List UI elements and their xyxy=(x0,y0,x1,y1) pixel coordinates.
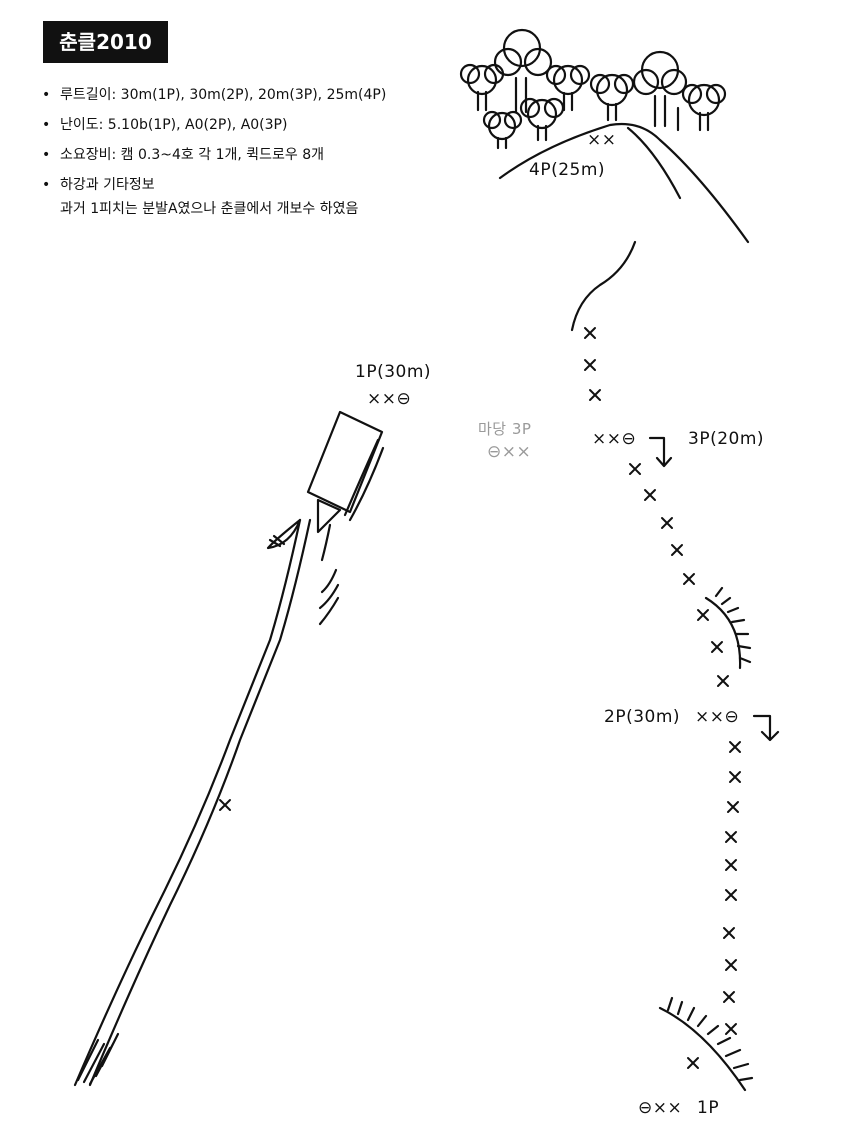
summit-ridge-line xyxy=(498,122,750,244)
pitch4-crack-line xyxy=(570,240,637,332)
start-label: 1P xyxy=(697,1098,720,1118)
overhang-lower xyxy=(658,996,754,1092)
tree-icon xyxy=(493,28,553,114)
info-difficulty: 난이도: 5.10b(1P), A0(2P), A0(3P) xyxy=(40,110,386,140)
tree-icon xyxy=(589,73,635,122)
pitch3-label: 3P(20m) xyxy=(688,429,765,449)
info-descent: 하강과 기타정보 xyxy=(40,170,386,200)
flake-block xyxy=(266,410,385,626)
tree-icon xyxy=(459,63,505,112)
tree-icon xyxy=(519,97,565,142)
pitch3-anchor: ××⊖ xyxy=(592,429,637,449)
pitch1-anchor: ××⊖ xyxy=(367,389,412,409)
route-info-list: 루트길이: 30m(1P), 30m(2P), 20m(3P), 25m(4P)… xyxy=(40,80,386,224)
route-title: 춘클2010 xyxy=(43,21,168,63)
pitch4-bolts: ×× xyxy=(587,130,617,150)
pitch1-label: 1P(30m) xyxy=(355,362,432,382)
pitch4-label: 4P(25m) xyxy=(529,160,606,180)
pitch2-label: 2P(30m) xyxy=(604,707,681,727)
bolt-marks xyxy=(219,327,741,1069)
info-note: 과거 1피치는 분발A였으나 춘클에서 개보수 하였음 xyxy=(60,201,359,217)
summit-ridge-inner xyxy=(626,126,682,200)
madang-3p-anchor: ⊖×× xyxy=(487,442,532,462)
info-route-length: 루트길이: 30m(1P), 30m(2P), 20m(3P), 25m(4P) xyxy=(40,80,386,110)
rappel-arrow-3p xyxy=(648,436,673,468)
tree-icon xyxy=(545,64,591,112)
overhang-upper xyxy=(704,586,752,670)
tree-icon xyxy=(632,50,688,128)
tree-icon xyxy=(482,110,523,150)
pitch2-anchor: ××⊖ xyxy=(695,707,740,727)
madang-3p-label: 마당 3P xyxy=(478,420,532,438)
trees-icon xyxy=(459,28,727,150)
left-crack-line xyxy=(73,518,312,1087)
info-gear: 소요장비: 캠 0.3~4호 각 1개, 퀵드로우 8개 xyxy=(40,140,386,170)
rappel-arrow-2p xyxy=(752,714,780,742)
start-anchor: ⊖×× xyxy=(638,1098,683,1118)
tree-icon xyxy=(681,83,727,132)
